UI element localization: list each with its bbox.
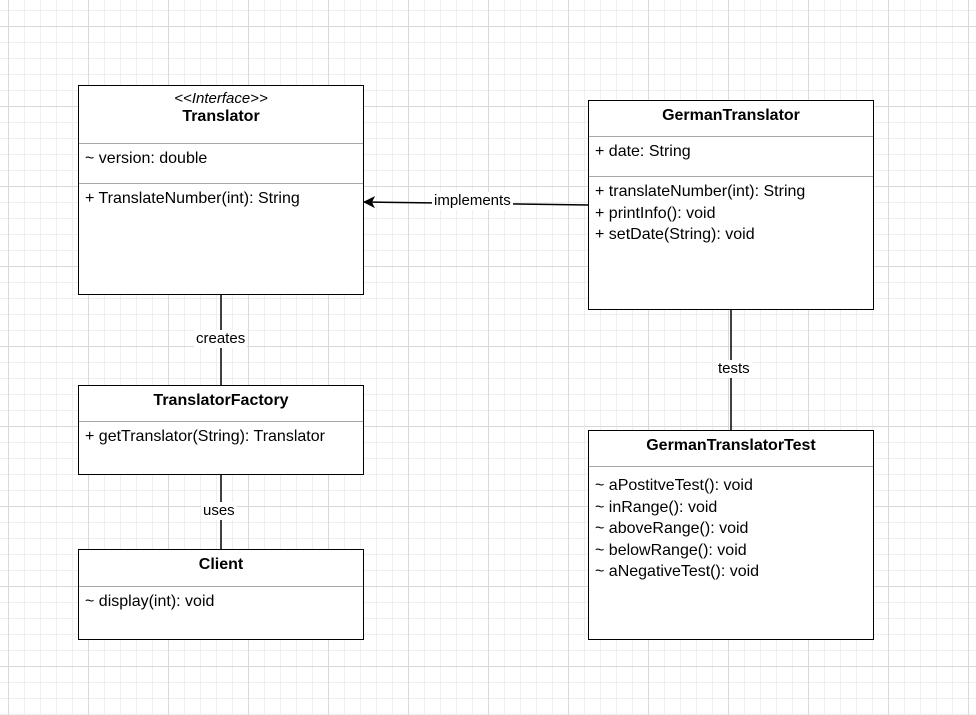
german-translator-test-class[interactable]: GermanTranslatorTest ~ aPostitveTest(): … bbox=[588, 430, 874, 640]
test-method-negative-test: ~ aNegativeTest(): void bbox=[595, 563, 760, 580]
german-translator-header: GermanTranslator bbox=[589, 101, 873, 137]
test-method-below-range: ~ belowRange(): void bbox=[595, 541, 747, 559]
implements-label: implements bbox=[432, 192, 513, 210]
translator-factory-class[interactable]: TranslatorFactory + getTranslator(String… bbox=[78, 385, 364, 475]
translator-header: <<Interface>> Translator bbox=[79, 86, 363, 144]
test-method-above-range: ~ aboveRange(): void bbox=[595, 520, 749, 537]
german-translator-class[interactable]: GermanTranslator + date: String + transl… bbox=[588, 100, 874, 310]
translator-methods: + TranslateNumber(int): String bbox=[79, 184, 363, 214]
translator-factory-methods: + getTranslator(String): Translator bbox=[79, 422, 363, 452]
creates-label: creates bbox=[194, 330, 248, 348]
german-translator-attributes: + date: String bbox=[589, 137, 873, 177]
german-translator-attribute-date: + date: String bbox=[595, 143, 691, 160]
translator-factory-header: TranslatorFactory bbox=[79, 386, 363, 422]
german-translator-class-name: GermanTranslator bbox=[662, 107, 800, 124]
test-method-in-range: ~ inRange(): void bbox=[595, 498, 718, 516]
translator-class-name: Translator bbox=[182, 108, 260, 125]
client-class[interactable]: Client ~ display(int): void bbox=[78, 549, 364, 640]
translator-factory-class-name: TranslatorFactory bbox=[153, 392, 289, 409]
client-class-name: Client bbox=[198, 556, 244, 573]
german-translator-method-print-info: + printInfo(): void bbox=[595, 204, 716, 222]
tests-label: tests bbox=[716, 360, 752, 378]
translator-factory-method-get-translator: + getTranslator(String): Translator bbox=[85, 428, 325, 445]
translator-attribute-version: ~ version: double bbox=[85, 150, 208, 167]
interface-stereotype: <<Interface>> bbox=[174, 90, 268, 107]
german-translator-method-set-date: + setDate(String): void bbox=[595, 226, 755, 243]
german-translator-methods: + translateNumber(int): String + printIn… bbox=[589, 177, 873, 250]
test-method-positive-test: ~ aPostitveTest(): void bbox=[595, 477, 753, 494]
translator-method-translate-number: + TranslateNumber(int): String bbox=[85, 190, 300, 207]
german-translator-test-header: GermanTranslatorTest bbox=[589, 431, 873, 467]
translator-attributes: ~ version: double bbox=[79, 144, 363, 184]
client-header: Client bbox=[79, 550, 363, 587]
translator-class[interactable]: <<Interface>> Translator ~ version: doub… bbox=[78, 85, 364, 295]
german-translator-test-class-name: GermanTranslatorTest bbox=[646, 437, 816, 454]
uses-label: uses bbox=[201, 502, 237, 520]
german-translator-method-translate-number: + translateNumber(int): String bbox=[595, 183, 806, 200]
client-methods: ~ display(int): void bbox=[79, 587, 363, 617]
client-method-display: ~ display(int): void bbox=[85, 593, 215, 610]
german-translator-test-methods: ~ aPostitveTest(): void ~ inRange(): voi… bbox=[589, 467, 873, 587]
